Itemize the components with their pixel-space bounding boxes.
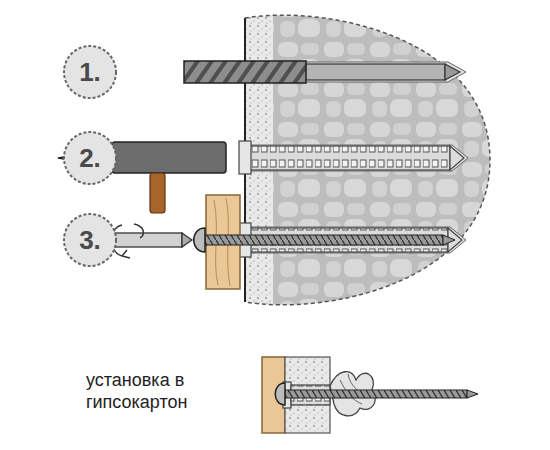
step-number: 1. [79,57,101,88]
step-circle: 3. [62,212,118,268]
step-number: 3. [79,225,101,256]
step-circle: 1. [62,44,118,100]
step-number: 2. [79,143,101,174]
step-circle: 2. [62,130,118,186]
caption-label: установка в гипсокартон [86,370,226,413]
